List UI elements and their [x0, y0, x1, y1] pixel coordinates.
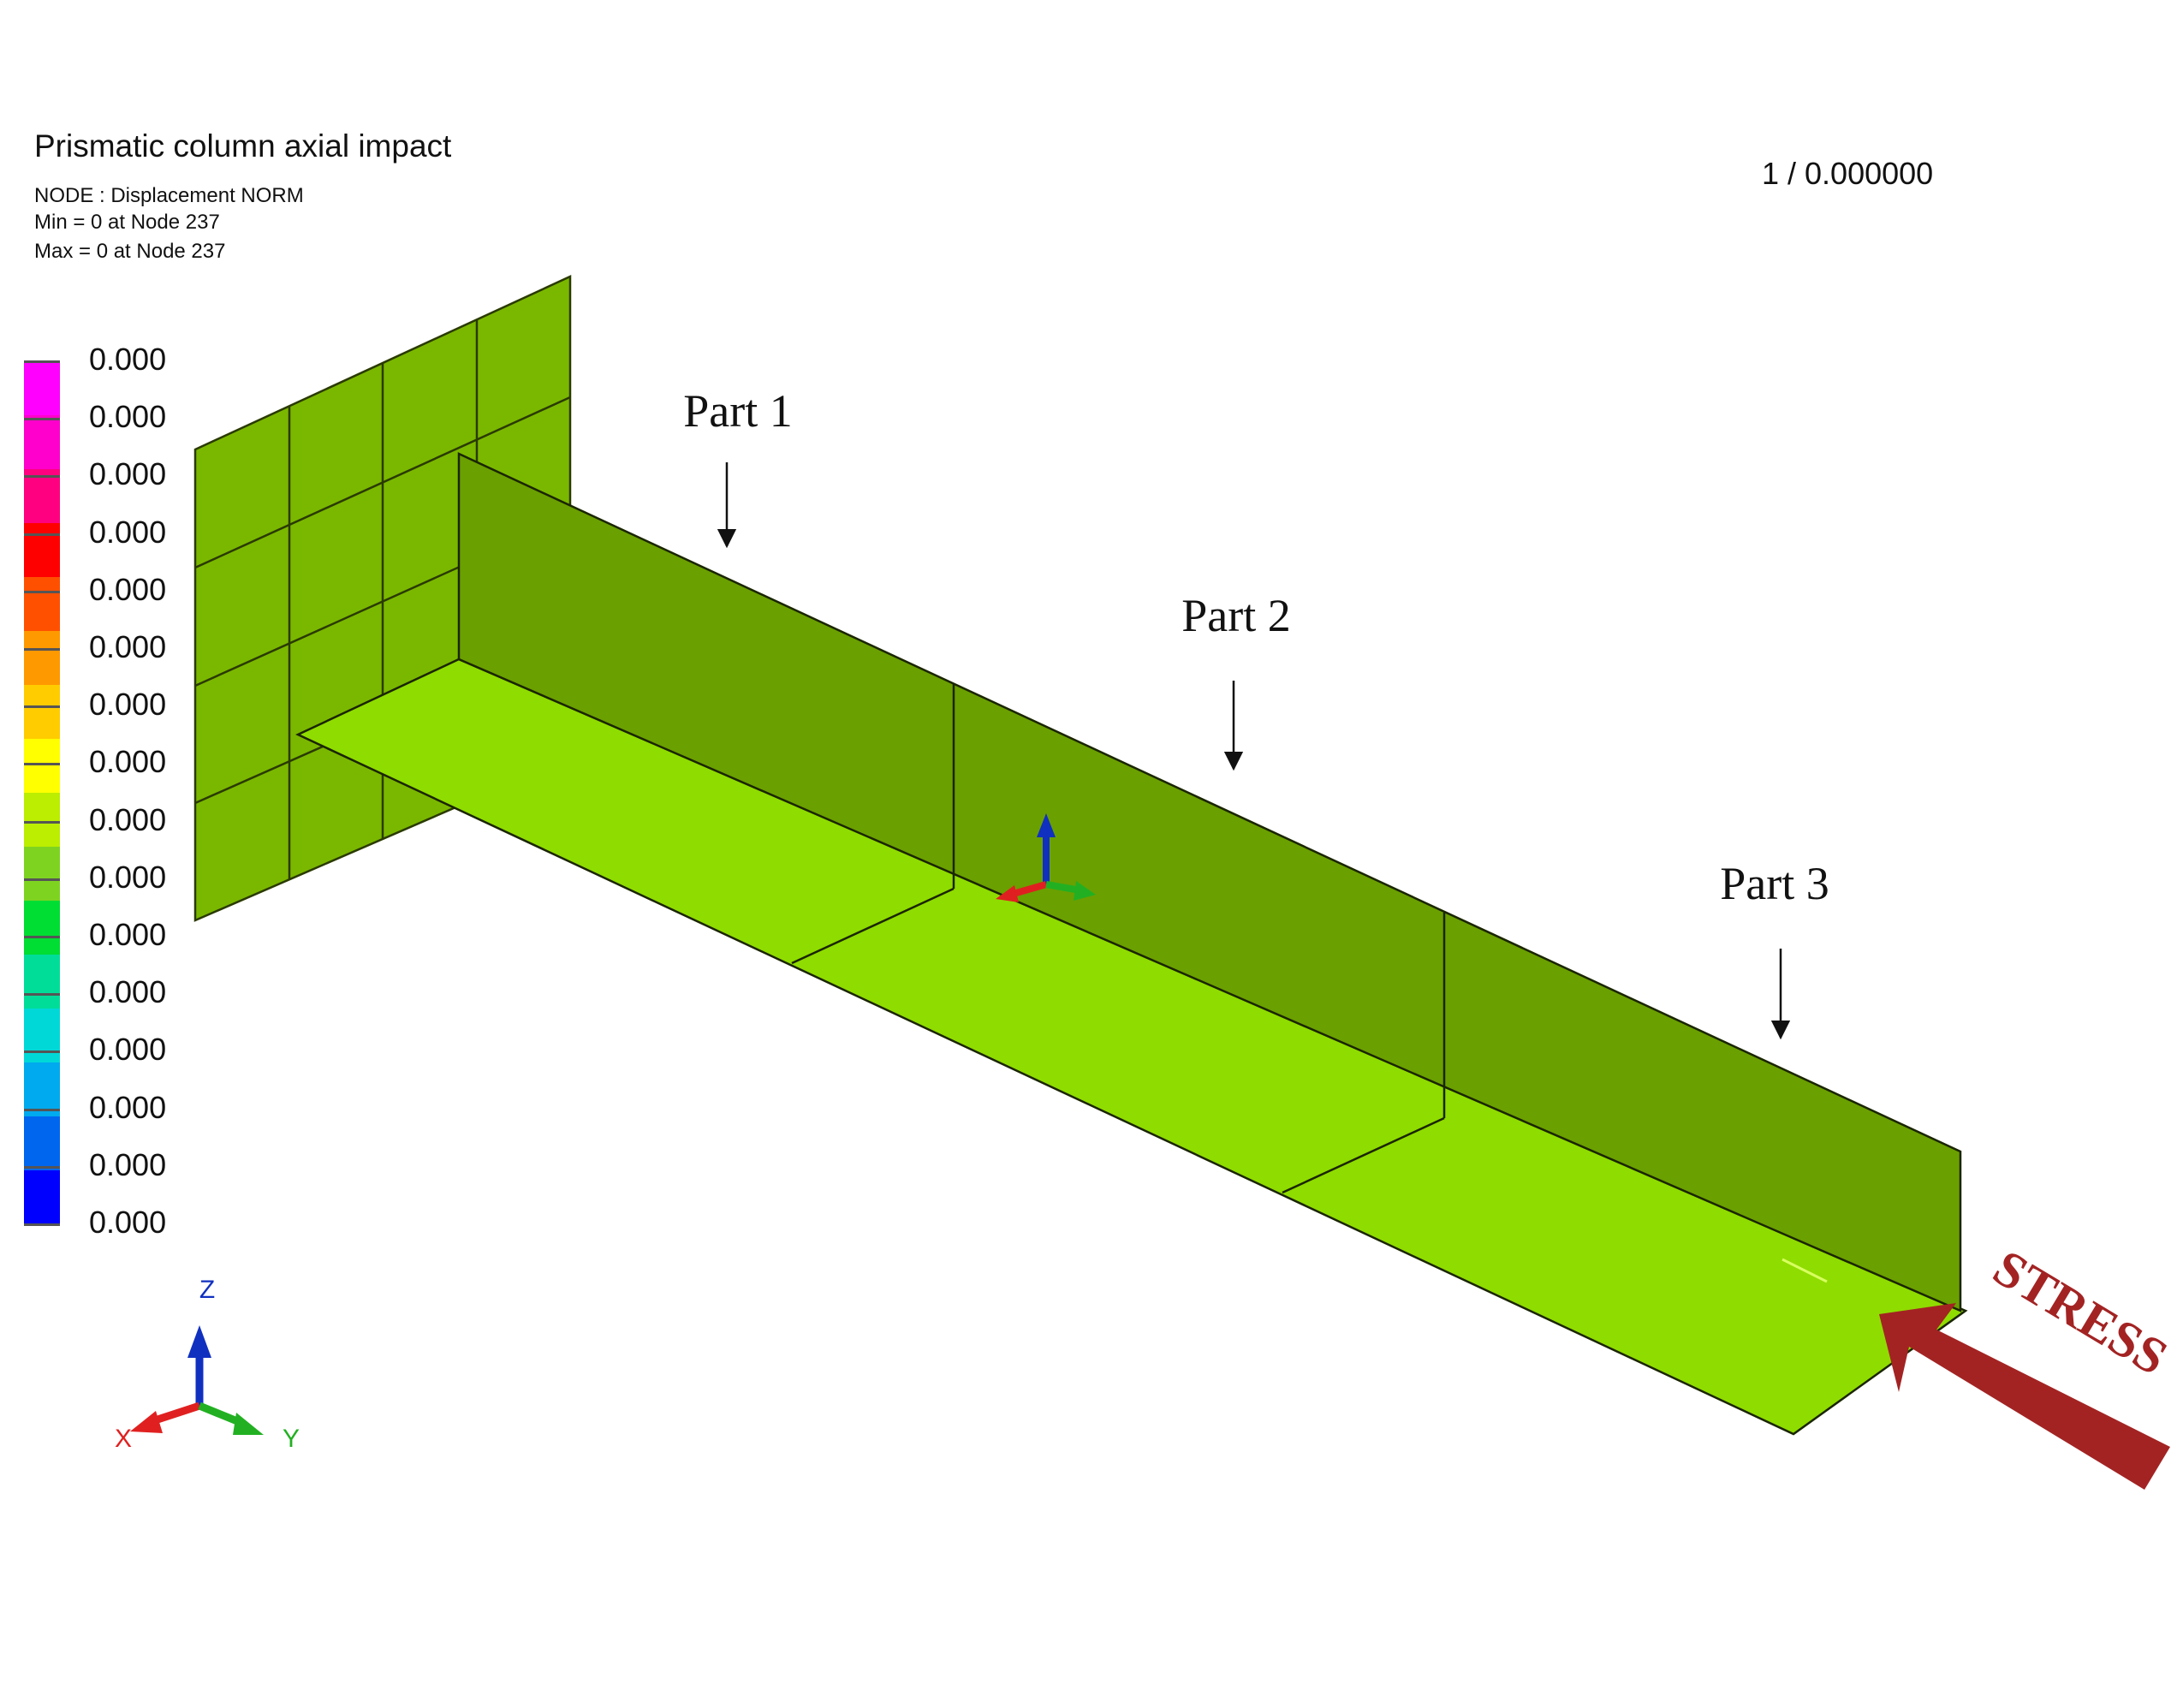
legend-value-label: 0.000 [89, 974, 167, 1010]
legend-color-segment [24, 415, 60, 469]
x-axis-label: X [115, 1425, 132, 1453]
legend-value-label: 0.000 [89, 456, 167, 492]
legend-value-label: 0.000 [89, 342, 167, 377]
legend-value-label: 0.000 [89, 1089, 167, 1125]
legend-tick [24, 763, 60, 766]
legend-color-segment [24, 1062, 60, 1116]
legend-value-label: 0.000 [89, 744, 167, 780]
y-axis-label: Y [283, 1425, 300, 1453]
legend-tick [24, 1165, 60, 1169]
legend-tick [24, 993, 60, 997]
legend-value-label: 0.000 [89, 1032, 167, 1068]
stress-arrow [1879, 1303, 2170, 1490]
legend-tick [24, 418, 60, 421]
part-3-label: Part 3 [1720, 858, 1829, 909]
legend-value-label: 0.000 [89, 399, 167, 435]
part-1-label: Part 1 [683, 385, 793, 437]
legend-color-segment [24, 523, 60, 577]
column-flange[interactable] [295, 658, 1968, 1436]
legend-tick [24, 936, 60, 938]
column-web[interactable] [457, 452, 1962, 1312]
model-title: Prismatic column axial impact [34, 128, 452, 164]
z-axis-label: Z [199, 1276, 215, 1304]
legend-value-label: 0.000 [89, 801, 167, 837]
legend-value-label: 0.000 [89, 1146, 167, 1182]
legend-tick [24, 648, 60, 651]
legend-tick [24, 1050, 60, 1054]
max-value-label: Max = 0 at Node 237 [34, 240, 226, 263]
legend-value-label: 0.000 [89, 571, 167, 607]
legend-color-segment [24, 1116, 60, 1170]
legend-tick [24, 360, 60, 363]
legend-tick [24, 1108, 60, 1111]
timestep-readout: 1 / 0.000000 [1762, 156, 1934, 191]
legend-color-segment [24, 847, 60, 901]
legend-tick [24, 878, 60, 881]
legend-value-label: 0.000 [89, 1205, 167, 1240]
stress-label: STRESS [1984, 1239, 2178, 1386]
legend-color-segment [24, 577, 60, 631]
global-axis-triad: Z X Y [115, 1276, 300, 1453]
legend-tick [24, 1223, 60, 1226]
local-axis-triad [996, 813, 1096, 902]
legend-color-segment [24, 901, 60, 955]
legend-color-segment [24, 739, 60, 793]
min-value-label: Min = 0 at Node 237 [34, 211, 220, 234]
legend-tick [24, 590, 60, 593]
legend-color-segment [24, 685, 60, 739]
legend-color-segment [24, 793, 60, 847]
legend-value-label: 0.000 [89, 859, 167, 895]
legend-value-label: 0.000 [89, 917, 167, 952]
legend-value-label: 0.000 [89, 687, 167, 723]
legend-color-segment [24, 1009, 60, 1062]
legend-tick [24, 705, 60, 709]
legend-color-segment [24, 631, 60, 685]
legend-tick [24, 533, 60, 536]
legend-color-segment [24, 1170, 60, 1224]
legend-tick [24, 820, 60, 824]
legend-color-segment [24, 469, 60, 523]
legend-tick [24, 475, 60, 479]
legend-color-segment [24, 955, 60, 1009]
result-type-label: NODE : Displacement NORM [34, 184, 304, 207]
legend-color-segment [24, 361, 60, 415]
part-2-label: Part 2 [1181, 590, 1291, 641]
legend-value-label: 0.000 [89, 514, 167, 550]
color-legend-bar [24, 361, 60, 1224]
legend-value-label: 0.000 [89, 629, 167, 664]
